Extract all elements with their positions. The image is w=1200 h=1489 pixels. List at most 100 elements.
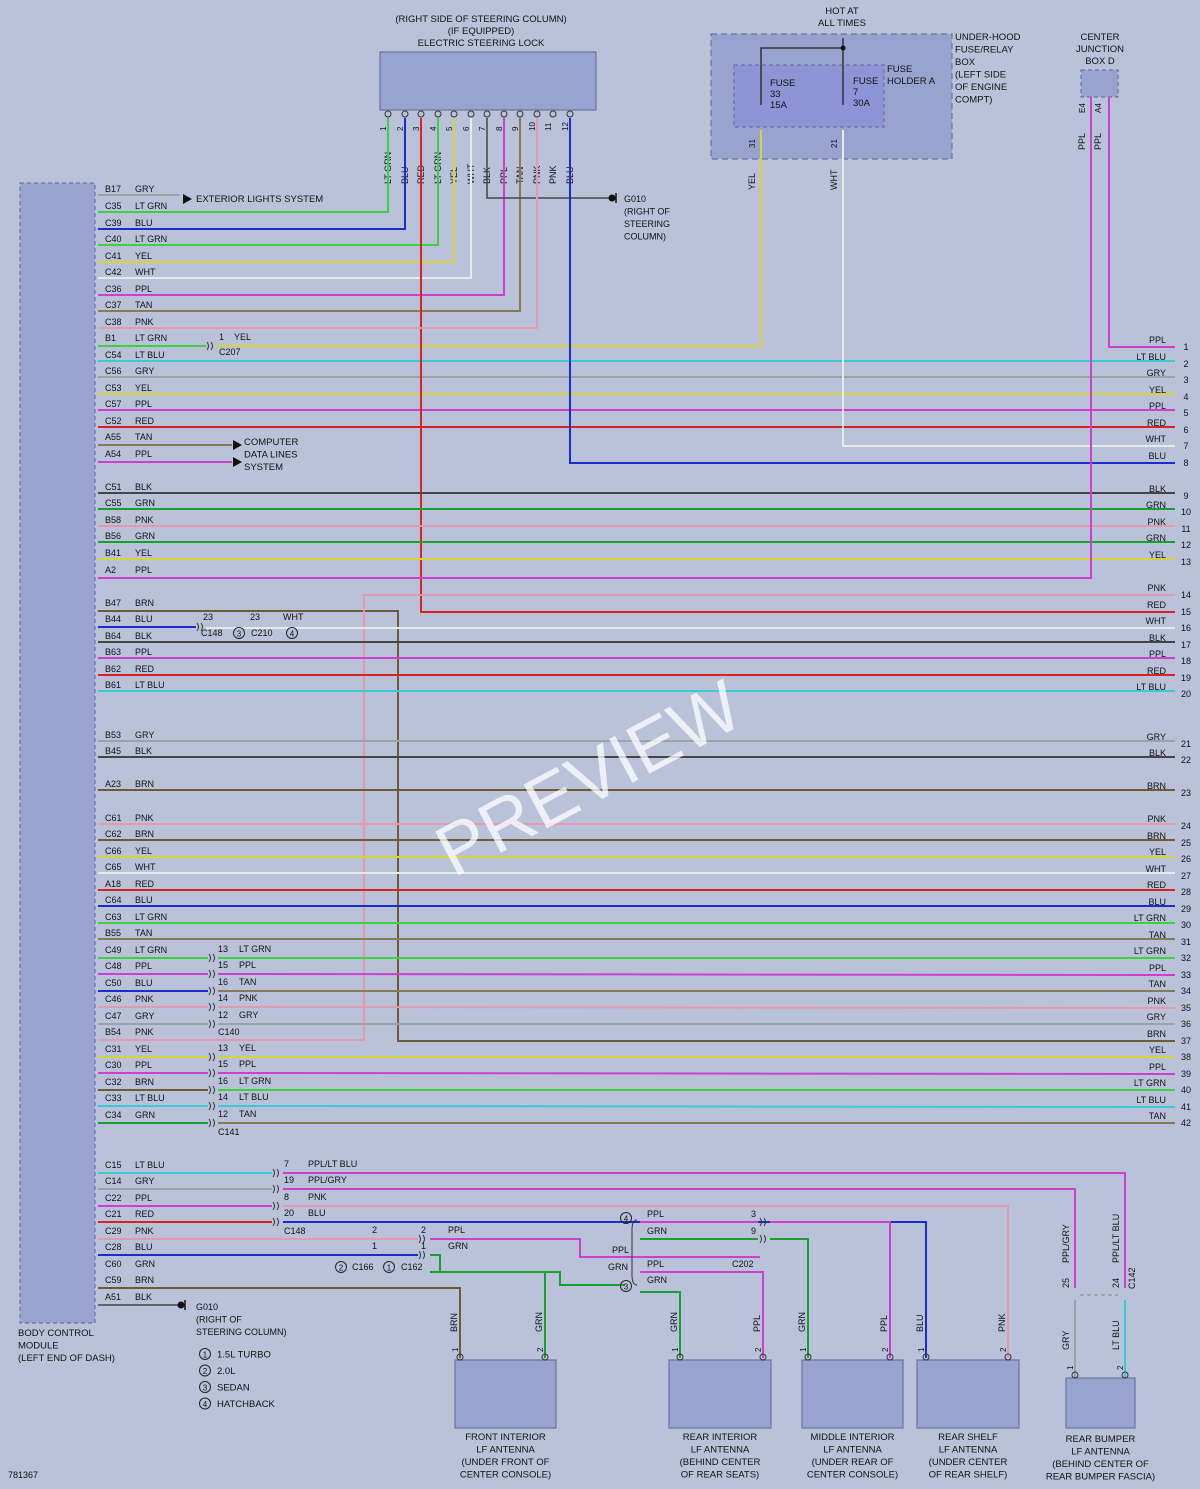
- center-junction-label-1: JUNCTION: [1076, 44, 1124, 55]
- inline-color: PPL: [239, 960, 256, 970]
- inline-pin: 12: [218, 1109, 228, 1119]
- rc-color-2: LT BLU: [1136, 352, 1166, 362]
- c162-mark-1: [418, 1250, 425, 1260]
- antenna-label-0-3: CENTER CONSOLE): [460, 1470, 551, 1481]
- underhood-label-4: OF ENGINE: [955, 82, 1007, 93]
- bcm-pin-color: BLK: [135, 482, 152, 492]
- c202-bracket: [631, 1219, 638, 1286]
- inline-pin: 16: [218, 977, 228, 987]
- antenna-pin-num-1: 1: [799, 1347, 808, 1352]
- legend-text-4: HATCHBACK: [217, 1399, 276, 1410]
- rc-color-14: PNK: [1147, 583, 1166, 593]
- wire-inline-14: [217, 1006, 1176, 1009]
- bcm-pin-C31: C31: [105, 1044, 122, 1054]
- lock-pin-9: [516, 110, 524, 118]
- steering-lock-label-0: (RIGHT SIDE OF STEERING COLUMN): [395, 14, 566, 25]
- bcm-pin-C65: C65: [105, 862, 122, 872]
- rc-color-15: RED: [1147, 600, 1167, 610]
- bcm-pin-C55: C55: [105, 498, 122, 508]
- c202-lo-ppl: PPL: [647, 1259, 664, 1269]
- rc-color-6: RED: [1147, 418, 1167, 428]
- bcm-pin-C15: C15: [105, 1160, 122, 1170]
- antenna-pin-1: [456, 1353, 464, 1361]
- inline-mark-C31: [208, 1052, 215, 1062]
- c202-mark-2: [759, 1234, 766, 1244]
- rc-color-40: LT GRN: [1134, 1078, 1166, 1088]
- antenna-pin-num-1: 1: [917, 1347, 926, 1352]
- fuse-33-label-2: 15A: [770, 100, 788, 111]
- antenna-pin-num-2: 2: [754, 1347, 763, 1352]
- c202-name: C202: [732, 1259, 754, 1269]
- bcm-pin-C54: C54: [105, 350, 122, 360]
- bcm-pin-color: LT BLU: [135, 1093, 165, 1103]
- rc-color-22: BLK: [1149, 748, 1166, 758]
- bcm-pin-color: PPL: [135, 399, 152, 409]
- bcm-pin-color: PPL: [135, 449, 152, 459]
- legend-text-2: 2.0L: [217, 1366, 236, 1377]
- rc-color-23: BRN: [1147, 781, 1166, 791]
- lock-pin-6: [467, 110, 475, 118]
- bcm-pin-color: PNK: [135, 994, 154, 1004]
- bcm-pin-color: GRY: [135, 730, 154, 740]
- bcm-pin-C52: C52: [105, 416, 122, 426]
- c148-name: C148: [201, 628, 223, 638]
- antenna-pin-num-2: 2: [999, 1347, 1008, 1352]
- hot-label-1: ALL TIMES: [818, 18, 866, 29]
- wire-lock-blu-12: [569, 118, 1175, 464]
- rc-num-42: 42: [1181, 1118, 1191, 1128]
- antenna-4: [1065, 1377, 1136, 1429]
- bcm-pin-color: GRY: [135, 366, 154, 376]
- antenna-label-4-3: REAR BUMPER FASCIA): [1046, 1472, 1155, 1483]
- rc-color-20: LT BLU: [1136, 682, 1166, 692]
- rc-color-41: LT BLU: [1136, 1095, 1166, 1105]
- rc-num-40: 40: [1181, 1085, 1191, 1095]
- preview-watermark: PREVIEW: [423, 666, 754, 893]
- legend-marker-1-num: 1: [203, 1350, 208, 1359]
- bcm-pin-B64: B64: [105, 631, 121, 641]
- wire-inline-15: [217, 973, 1176, 976]
- bcm-pin-B63: B63: [105, 647, 121, 657]
- bcm-pin-color: LT GRN: [135, 945, 167, 955]
- bcm-pin-color: PNK: [135, 1226, 154, 1236]
- c202-pin-9: 9: [751, 1226, 756, 1236]
- bcm-pin-C57: C57: [105, 399, 122, 409]
- g010-top-ground-dot: [608, 194, 616, 202]
- antenna-wire-color-1: BRN: [449, 1313, 459, 1332]
- rc-color-36: GRY: [1147, 1012, 1166, 1022]
- antenna-label-1-1: LF ANTENNA: [691, 1445, 750, 1456]
- bcm-pin-color: BLU: [135, 218, 153, 228]
- rc-num-16: 16: [1181, 623, 1191, 633]
- wire-ppl-gry: [283, 1188, 1076, 1288]
- lock-pin-num: 2: [396, 126, 405, 131]
- exterior-lights-arrow: [183, 194, 192, 204]
- lock-pin-10: [533, 110, 541, 118]
- bcm-pin-A54: A54: [105, 449, 121, 459]
- antenna-0: [454, 1359, 557, 1429]
- computer-data-label-2: SYSTEM: [244, 462, 283, 473]
- wire-grn-middle: [770, 1238, 809, 1358]
- rc-color-42: TAN: [1149, 1111, 1166, 1121]
- antenna-pin-num-2: 2: [881, 1347, 890, 1352]
- legend-marker-4-circle: [199, 1397, 211, 1410]
- inline-name-C141: C141: [218, 1127, 240, 1137]
- wire-c207-yel: [216, 130, 762, 347]
- antenna-1: [668, 1359, 772, 1429]
- c148b-color: PPL/LT BLU: [308, 1159, 357, 1169]
- c202-pin-3: 3: [751, 1209, 756, 1219]
- c202-marker-lower-num: 3: [624, 1282, 629, 1291]
- lock-pin-2: [401, 110, 409, 118]
- rc-color-9: BLK: [1149, 484, 1166, 494]
- bcm-pin-color: LT BLU: [135, 680, 165, 690]
- center-junction-label-0: CENTER: [1080, 32, 1119, 43]
- inline-color: PPL: [239, 1059, 256, 1069]
- c207-color: YEL: [234, 332, 251, 342]
- bcm-pin-C60: C60: [105, 1259, 122, 1269]
- bcm-pin-C39: C39: [105, 218, 122, 228]
- cj-wire-ppl-1: PPL: [1077, 133, 1087, 150]
- rc-color-31: TAN: [1149, 930, 1166, 940]
- bcm-pin-A55: A55: [105, 432, 121, 442]
- bcm-pin-color: BRN: [135, 829, 154, 839]
- bcm-pin-A2: A2: [105, 565, 116, 575]
- g010-top-label-3: COLUMN): [624, 232, 666, 242]
- bcm-pin-C49: C49: [105, 945, 122, 955]
